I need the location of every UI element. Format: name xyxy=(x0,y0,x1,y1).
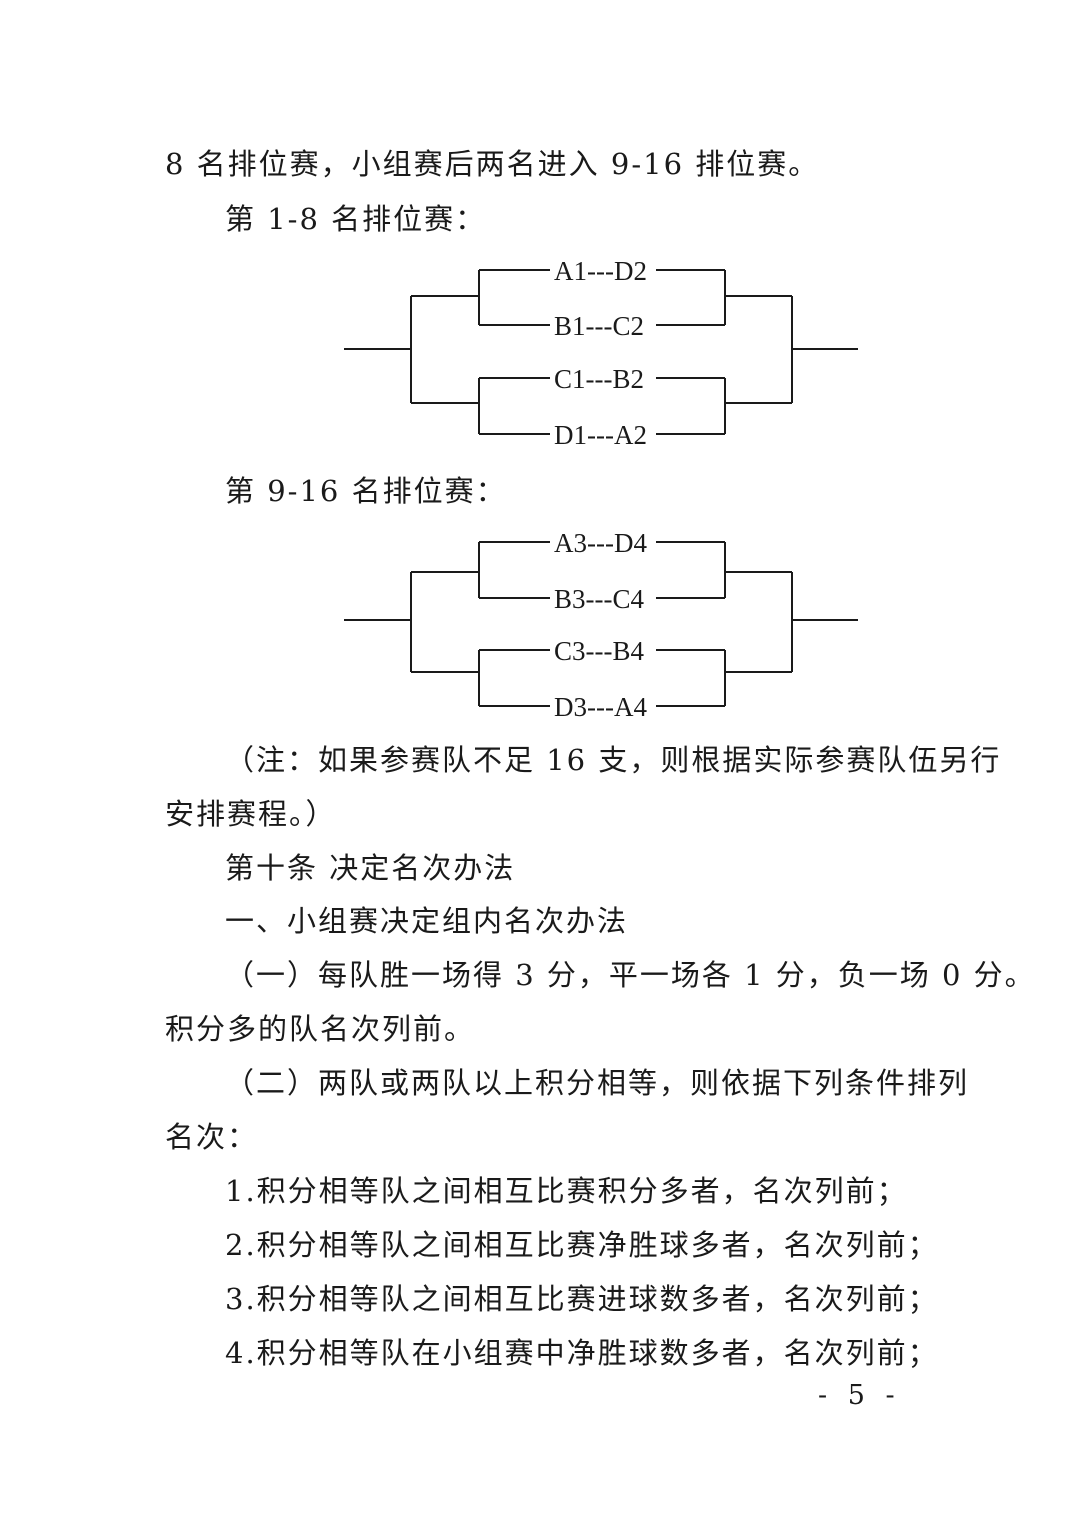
paragraph-continuation: 8 名排位赛，小组赛后两名进入 9-16 排位赛。 xyxy=(165,147,820,181)
rule-1-line-2: 积分多的队名次列前。 xyxy=(165,1012,476,1046)
list-item-4: 4.积分相等队在小组赛中净胜球数多者，名次列前； xyxy=(225,1336,939,1370)
bracket-top8-match-1: A1---D2 xyxy=(554,256,647,286)
page-number: - 5 - xyxy=(818,1380,901,1411)
note-line-1: （注：如果参赛队不足 16 支，则根据实际参赛队伍另行 xyxy=(225,743,1002,777)
bracket-9-16-match-2: B3---C4 xyxy=(554,584,644,614)
list-item-3: 3.积分相等队之间相互比赛进球数多者，名次列前； xyxy=(225,1282,939,1316)
bracket-9-16-match-3: C3---B4 xyxy=(554,636,644,666)
article-10-title: 第十条 决定名次办法 xyxy=(225,851,516,885)
rule-1-line-1: （一）每队胜一场得 3 分，平一场各 1 分，负一场 0 分。 xyxy=(225,958,1036,992)
list-item-1: 1.积分相等队之间相互比赛积分多者，名次列前； xyxy=(225,1174,908,1208)
bracket-top8-match-3: C1---B2 xyxy=(554,364,644,394)
bracket-top8-match-4: D1---A2 xyxy=(554,420,647,450)
rule-2-line-2: 名次： xyxy=(165,1120,259,1154)
heading-top8-bracket: 第 1-8 名排位赛： xyxy=(225,202,487,236)
rule-2-line-1: （二）两队或两队以上积分相等，则依据下列条件排列 xyxy=(225,1066,970,1100)
bracket-9-16-match-4: D3---A4 xyxy=(554,692,647,722)
heading-9-16-bracket: 第 9-16 名排位赛： xyxy=(225,474,507,508)
list-item-2: 2.积分相等队之间相互比赛净胜球多者，名次列前； xyxy=(225,1228,939,1262)
note-line-2: 安排赛程。） xyxy=(165,797,337,831)
bracket-top8-match-2: B1---C2 xyxy=(554,311,644,341)
section-1-heading: 一、小组赛决定组内名次办法 xyxy=(225,904,629,938)
bracket-9-16-match-1: A3---D4 xyxy=(554,528,647,558)
